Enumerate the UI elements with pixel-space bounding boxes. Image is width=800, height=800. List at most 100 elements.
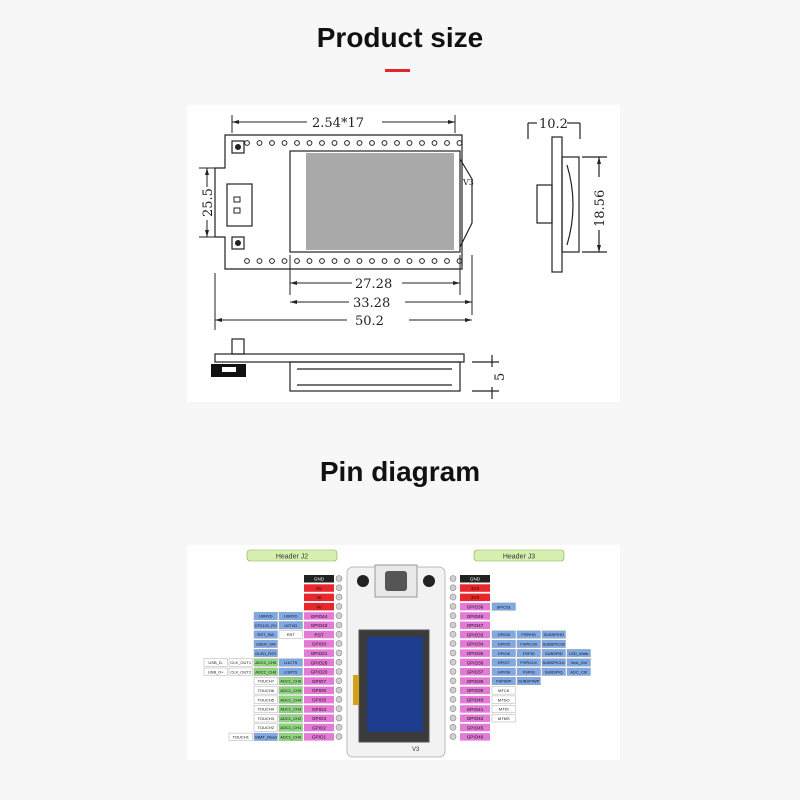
pin-function-label-j2: USB_D+ (208, 669, 224, 674)
dim-thickness: 5 (493, 373, 508, 381)
screen-flex (459, 158, 473, 248)
pin-label-j2 (304, 630, 334, 639)
header-pin-hole (256, 140, 263, 146)
pin-function-j2 (253, 714, 278, 723)
pin-name-j3: GPIO42 (467, 716, 484, 721)
pin-function-j2 (278, 714, 303, 723)
pin-header-j3 (449, 640, 457, 647)
pin-function-j3 (541, 639, 566, 648)
pin-function-j2 (278, 611, 303, 620)
pin-label-j2 (304, 621, 334, 629)
pin-name-j2: GPIO1 (312, 735, 326, 740)
dim-length: 50.2 (355, 314, 384, 329)
pin-function-j3 (566, 667, 591, 676)
pin-name-j3: GPIO33 (467, 632, 484, 637)
pin-name-j2: GND (314, 577, 325, 582)
pin-function-j3 (516, 639, 541, 648)
pin-header-j3 (449, 603, 457, 610)
pin-function-label-j2: CLK_OUT2 (230, 669, 251, 674)
pin-function-j3 (491, 714, 516, 723)
header-pin-hole (319, 258, 325, 264)
pin-function-j2 (253, 649, 278, 658)
pin-name-j2: GPIO44 (311, 614, 328, 619)
pin-name-j3: GPIO46 (467, 735, 484, 740)
pin-name-j2: GPIO20 (311, 670, 328, 675)
pin-function-j2 (253, 686, 278, 695)
pin-header-j3 (449, 705, 457, 712)
header-pin-hole (419, 258, 425, 264)
pin-header-j2 (335, 705, 343, 712)
pin-label-j2 (304, 705, 334, 713)
pin-function-j3 (516, 677, 541, 686)
pin-name-j3: GPIO40 (467, 698, 484, 703)
header-pin-hole (431, 258, 438, 264)
pin-label-j2 (304, 668, 334, 676)
pin-function-label-j2: U0RXD (259, 614, 273, 619)
header-pin-hole (306, 258, 313, 264)
pin-function-label-j2: TOUCH5 (258, 697, 275, 702)
pin-name-j3: GPIO38 (467, 679, 484, 684)
pin-name-j2: RST (314, 632, 323, 637)
dim-pitch: 2.54*17 (312, 116, 364, 131)
pin-header-j2 (335, 631, 343, 638)
pin-name-j2: GPIO4 (312, 707, 326, 712)
pin-name-j3: GPIO34 (467, 642, 484, 647)
pin-function-label-j2: ADC1_CH6 (280, 679, 302, 684)
pin-function-j2 (253, 621, 278, 630)
pin-header-j3 (449, 733, 457, 740)
header-pin-hole (256, 258, 263, 264)
pin-function-label-j3: FSPICLK (520, 660, 537, 665)
pin-function-label-j3: SUBSPICLK (543, 660, 566, 665)
header-pins (244, 140, 463, 264)
pin-function-j2 (278, 667, 303, 676)
pin-function-j2 (278, 686, 303, 695)
pin-function-j2 (278, 704, 303, 713)
pin-header-j2 (335, 603, 343, 610)
pin-header-j3 (449, 631, 457, 638)
pin-name-j3: GPIO47 (467, 623, 484, 628)
pin-label-j3 (460, 602, 490, 611)
pin-function-label-j3: FSPICS0 (520, 642, 537, 647)
profile-board (214, 353, 465, 363)
pin-function-j3 (516, 667, 541, 676)
pin-function-j2 (278, 658, 303, 667)
pin-function-label-j2: TOUCH1 (233, 735, 250, 740)
header-pin-hole (444, 258, 450, 264)
pin-header-j3 (449, 621, 457, 629)
pin-function-j2 (228, 667, 253, 676)
pin-function-label-j2: U0TXD (284, 623, 297, 628)
pin-label-j3 (460, 612, 490, 620)
pin-function-j2 (278, 621, 303, 630)
pin-function-label-j2: ADC2_CH5 (255, 660, 277, 665)
title-accent-bar (385, 69, 410, 72)
pin-function-j2 (278, 677, 303, 686)
pin-name-j3: GPIO41 (467, 707, 484, 712)
pin-name-j2: GPIO2 (312, 725, 326, 730)
header-pin-hole (444, 140, 450, 146)
pin-label-j2 (304, 723, 334, 732)
pin-label-j3 (460, 723, 490, 732)
pin-function-j3 (491, 630, 516, 639)
pin-header-j3 (449, 658, 457, 666)
pin-label-j2 (304, 695, 334, 704)
header-pin-hole (269, 258, 275, 264)
pin-function-j2 (278, 732, 303, 741)
pin-function-j2 (203, 667, 228, 676)
profile-screen (289, 361, 461, 392)
pin-function-label-j2: CLK_OUT1 (230, 660, 251, 665)
pin-function-label-j3: GPIO5 (498, 642, 511, 647)
pin-label-j2 (304, 649, 334, 657)
oled-screen (367, 637, 423, 732)
pin-function-label-j2: RST (287, 632, 296, 637)
header-pin-hole (244, 140, 250, 146)
pin-header-j2 (335, 658, 343, 666)
pin-function-label-j3: GPIO7 (498, 660, 511, 665)
pin-function-label-j2: USER_SW (256, 642, 276, 647)
pin-label-j2 (304, 714, 334, 722)
pin-function-j2 (253, 658, 278, 667)
pin-function-j2 (253, 723, 278, 732)
dim-depth: 10.2 (539, 117, 568, 132)
pin-function-label-j2: U0RXD (284, 614, 298, 619)
pin-header-j3 (449, 714, 457, 722)
pin-header-j2 (335, 584, 343, 592)
